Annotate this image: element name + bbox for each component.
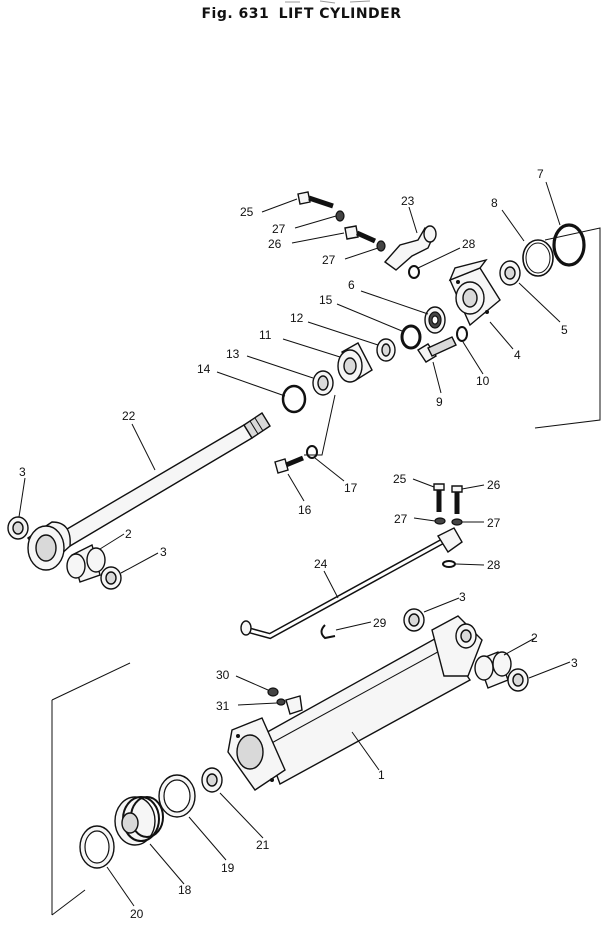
part-16-bolt — [274, 455, 304, 474]
part-22-piston-rod — [61, 412, 271, 547]
part-25-bolt-lower — [433, 483, 445, 512]
part-14-snap-ring — [281, 384, 307, 414]
part-4-flange-housing — [448, 258, 501, 327]
callout-20: 20 — [130, 907, 144, 921]
part-30-nut — [267, 687, 279, 697]
rod-eye — [27, 521, 71, 571]
callout-25: 25 — [393, 472, 407, 486]
callout-27: 27 — [394, 512, 408, 526]
callout-27: 27 — [487, 516, 501, 530]
callout-1: 1 — [378, 768, 385, 782]
part-7-o-ring — [552, 223, 586, 267]
callout-28: 28 — [487, 558, 501, 572]
callout-12: 12 — [290, 311, 304, 325]
callout-27: 27 — [322, 253, 336, 267]
callout-25: 25 — [240, 205, 254, 219]
part-27-washer-upper-b — [376, 240, 386, 252]
callout-7: 7 — [537, 167, 544, 181]
part-10-lock-washer — [456, 326, 468, 342]
assembly-frame-lines — [51, 227, 601, 916]
callout-26: 26 — [268, 237, 282, 251]
part-18-piston — [114, 796, 164, 846]
callout-9: 9 — [436, 395, 443, 409]
part-8-backup-ring — [522, 239, 554, 277]
part-31-washer — [276, 695, 303, 715]
callout-16: 16 — [298, 503, 312, 517]
callout-26: 26 — [487, 478, 501, 492]
callout-27: 27 — [272, 222, 286, 236]
callout-28: 28 — [462, 237, 476, 251]
part-19-wear-ring — [158, 774, 196, 818]
part-23-elbow-tube — [383, 225, 437, 271]
callout-19: 19 — [221, 861, 235, 875]
callout-17: 17 — [344, 481, 358, 495]
callout-15: 15 — [319, 293, 333, 307]
callout-4: 4 — [514, 348, 521, 362]
callout-24: 24 — [314, 557, 328, 571]
part-26-bolt-upper — [344, 225, 377, 244]
callout-5: 5 — [561, 323, 568, 337]
callout-31: 31 — [216, 699, 230, 713]
callout-3: 3 — [19, 465, 26, 479]
part-27-washers-lower — [434, 517, 463, 526]
part-20-piston-ring — [79, 825, 115, 869]
callout-numbers: 25 27 26 27 23 28 8 7 6 15 12 11 13 14 5… — [19, 167, 578, 921]
part-12-bushing — [376, 338, 396, 362]
part-3-dust-seal-right-top — [403, 608, 425, 632]
callout-3: 3 — [160, 545, 167, 559]
part-26-bolt-lower — [451, 485, 463, 514]
part-29-clamp — [320, 624, 336, 640]
callout-21: 21 — [256, 838, 270, 852]
leader-lines — [18, 181, 571, 907]
callout-10: 10 — [476, 374, 490, 388]
callout-22: 22 — [122, 409, 136, 423]
part-3-dust-seal-left-2 — [100, 566, 122, 590]
part-3-dust-seal-left — [7, 516, 29, 540]
callout-3: 3 — [571, 656, 578, 670]
part-11-cylinder-head — [337, 342, 373, 383]
part-2-bushing-right — [474, 651, 512, 689]
figure-name: LIFT CYLINDER — [278, 6, 402, 22]
callout-29: 29 — [373, 616, 387, 630]
part-17-washer — [306, 445, 318, 459]
callout-30: 30 — [216, 668, 230, 682]
part-2-bushing-left — [66, 543, 106, 583]
cropped-header-marks — [285, 0, 371, 4]
part-28-o-ring-upper — [408, 265, 420, 279]
callout-3: 3 — [459, 590, 466, 604]
part-3-dust-seal-right — [507, 668, 529, 692]
part-1-cylinder-tube — [227, 615, 483, 791]
part-27-washer-upper-a — [335, 210, 345, 222]
callout-13: 13 — [226, 347, 240, 361]
part-9-bolt — [417, 336, 457, 363]
callout-23: 23 — [401, 194, 415, 208]
callout-11: 11 — [259, 328, 272, 342]
part-5-ring — [499, 260, 521, 286]
callout-18: 18 — [178, 883, 192, 897]
part-6-ball-bearing — [424, 306, 446, 334]
part-21-nut — [201, 767, 223, 793]
callout-8: 8 — [491, 196, 498, 210]
callout-2: 2 — [125, 527, 132, 541]
figure-title: Fig. 631 LIFT CYLINDER — [0, 6, 603, 22]
callout-14: 14 — [197, 362, 211, 376]
callout-6: 6 — [348, 278, 355, 292]
callout-2: 2 — [531, 631, 538, 645]
part-28-o-ring-lower — [442, 560, 456, 568]
part-24-hydraulic-tube — [240, 527, 463, 640]
figure-number: Fig. 631 — [201, 6, 270, 22]
part-15-o-ring — [400, 324, 422, 350]
part-13-rod-seal — [312, 370, 334, 396]
part-25-bolt-upper — [297, 191, 334, 209]
